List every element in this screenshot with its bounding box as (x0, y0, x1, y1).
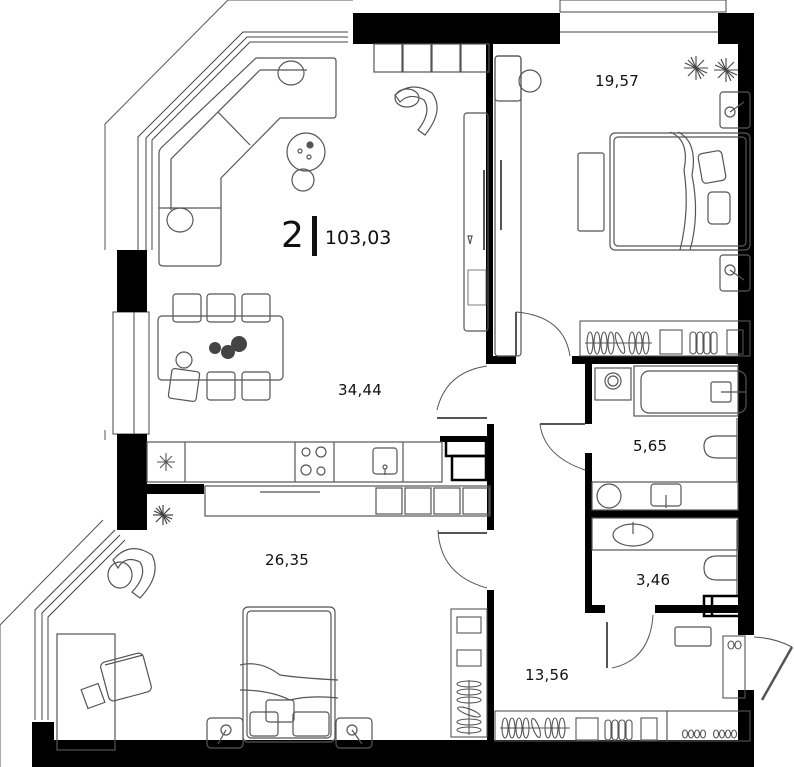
plant-icon (153, 505, 173, 525)
plant-icon (684, 56, 738, 82)
room-area-toilet: 3,46 (636, 571, 671, 589)
armchair-icon (394, 86, 438, 136)
room-area-living-kitchen: 34,44 (338, 381, 382, 399)
nightstand-lamp-icon (206, 717, 373, 749)
desk-icon (56, 633, 116, 751)
rooms-count: 2 (281, 215, 304, 256)
tv-icon (463, 112, 489, 332)
wardrobe-icon (494, 710, 668, 742)
office-chair-icon (100, 652, 152, 702)
storage-cabinets (373, 43, 490, 73)
summary-divider (311, 216, 317, 256)
toilet-icon (703, 418, 738, 595)
armchair-icon (107, 548, 156, 599)
room-area-bathroom: 5,65 (633, 437, 668, 455)
room-area-bedroom-2: 26,35 (265, 551, 309, 569)
nightstand-lamp-icon (719, 91, 751, 292)
window-icon (34, 0, 727, 720)
walls (32, 13, 754, 767)
washbasin-icon (591, 481, 739, 551)
stove-icon (300, 446, 327, 476)
chair-icon (167, 293, 271, 403)
sofa-icon (158, 57, 337, 267)
bench-icon (674, 626, 712, 647)
vanity-icon (494, 55, 542, 357)
built-in-appliance (444, 438, 488, 482)
double-bed-icon (577, 131, 751, 251)
door-icon (515, 311, 571, 357)
room-area-bedroom-1: 19,57 (595, 72, 639, 90)
shoe-rack-icon (666, 635, 751, 742)
bathtub-icon (633, 365, 747, 417)
room-area-hallway: 13,56 (525, 666, 569, 684)
plan-summary: 2 103,03 (281, 216, 391, 256)
wardrobe-icon (450, 608, 488, 738)
door-icon (606, 614, 654, 669)
toilet-storage (702, 594, 750, 618)
door-icon (436, 365, 488, 589)
exterior-outline (0, 0, 725, 767)
total-area: 103,03 (324, 227, 392, 249)
dining-table-icon (157, 315, 284, 381)
entrance-door-icon[interactable] (753, 636, 794, 701)
sink-icon (372, 447, 398, 475)
door-icon (539, 423, 586, 471)
kitchen-counter-icon (146, 441, 491, 517)
double-bed-icon (239, 606, 339, 743)
coffee-table-icon (286, 132, 326, 192)
fridge-icon (157, 453, 175, 471)
washing-machine-icon (594, 367, 632, 401)
wardrobe-icon (579, 320, 751, 357)
